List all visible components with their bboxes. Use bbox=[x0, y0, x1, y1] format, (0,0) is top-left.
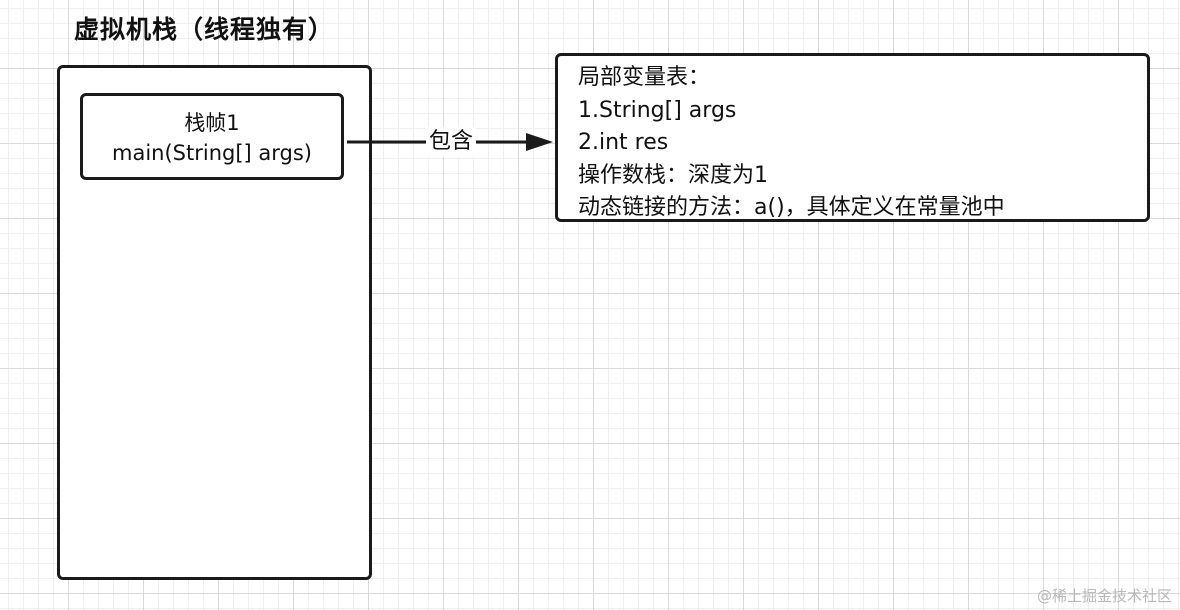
stack-frame-name: 栈帧1 bbox=[184, 111, 240, 135]
watermark: @稀土掘金技术社区 bbox=[1036, 587, 1172, 605]
detail-line-operand-stack: 操作数栈：深度为1 bbox=[578, 162, 768, 188]
detail-line-local-vars: 局部变量表： bbox=[578, 65, 711, 90]
detail-line-res: 2.int res bbox=[578, 130, 669, 155]
detail-line-arg: 1.String[] args bbox=[578, 97, 737, 123]
stack-frame-method: main(String[] args) bbox=[112, 141, 312, 165]
detail-line-dynamic-link: 动态链接的方法：a()，具体定义在常量池中 bbox=[578, 195, 1005, 220]
connector-label: 包含 bbox=[426, 127, 477, 157]
arrowhead-icon bbox=[526, 133, 553, 151]
diagram-title: 虚拟机栈（线程独有） bbox=[74, 15, 335, 44]
frame-details-box: 局部变量表： 1.String[] args 2.int res 操作数栈：深度… bbox=[555, 53, 1150, 222]
stack-frame-box: 栈帧1 main(String[] args) bbox=[80, 93, 344, 180]
